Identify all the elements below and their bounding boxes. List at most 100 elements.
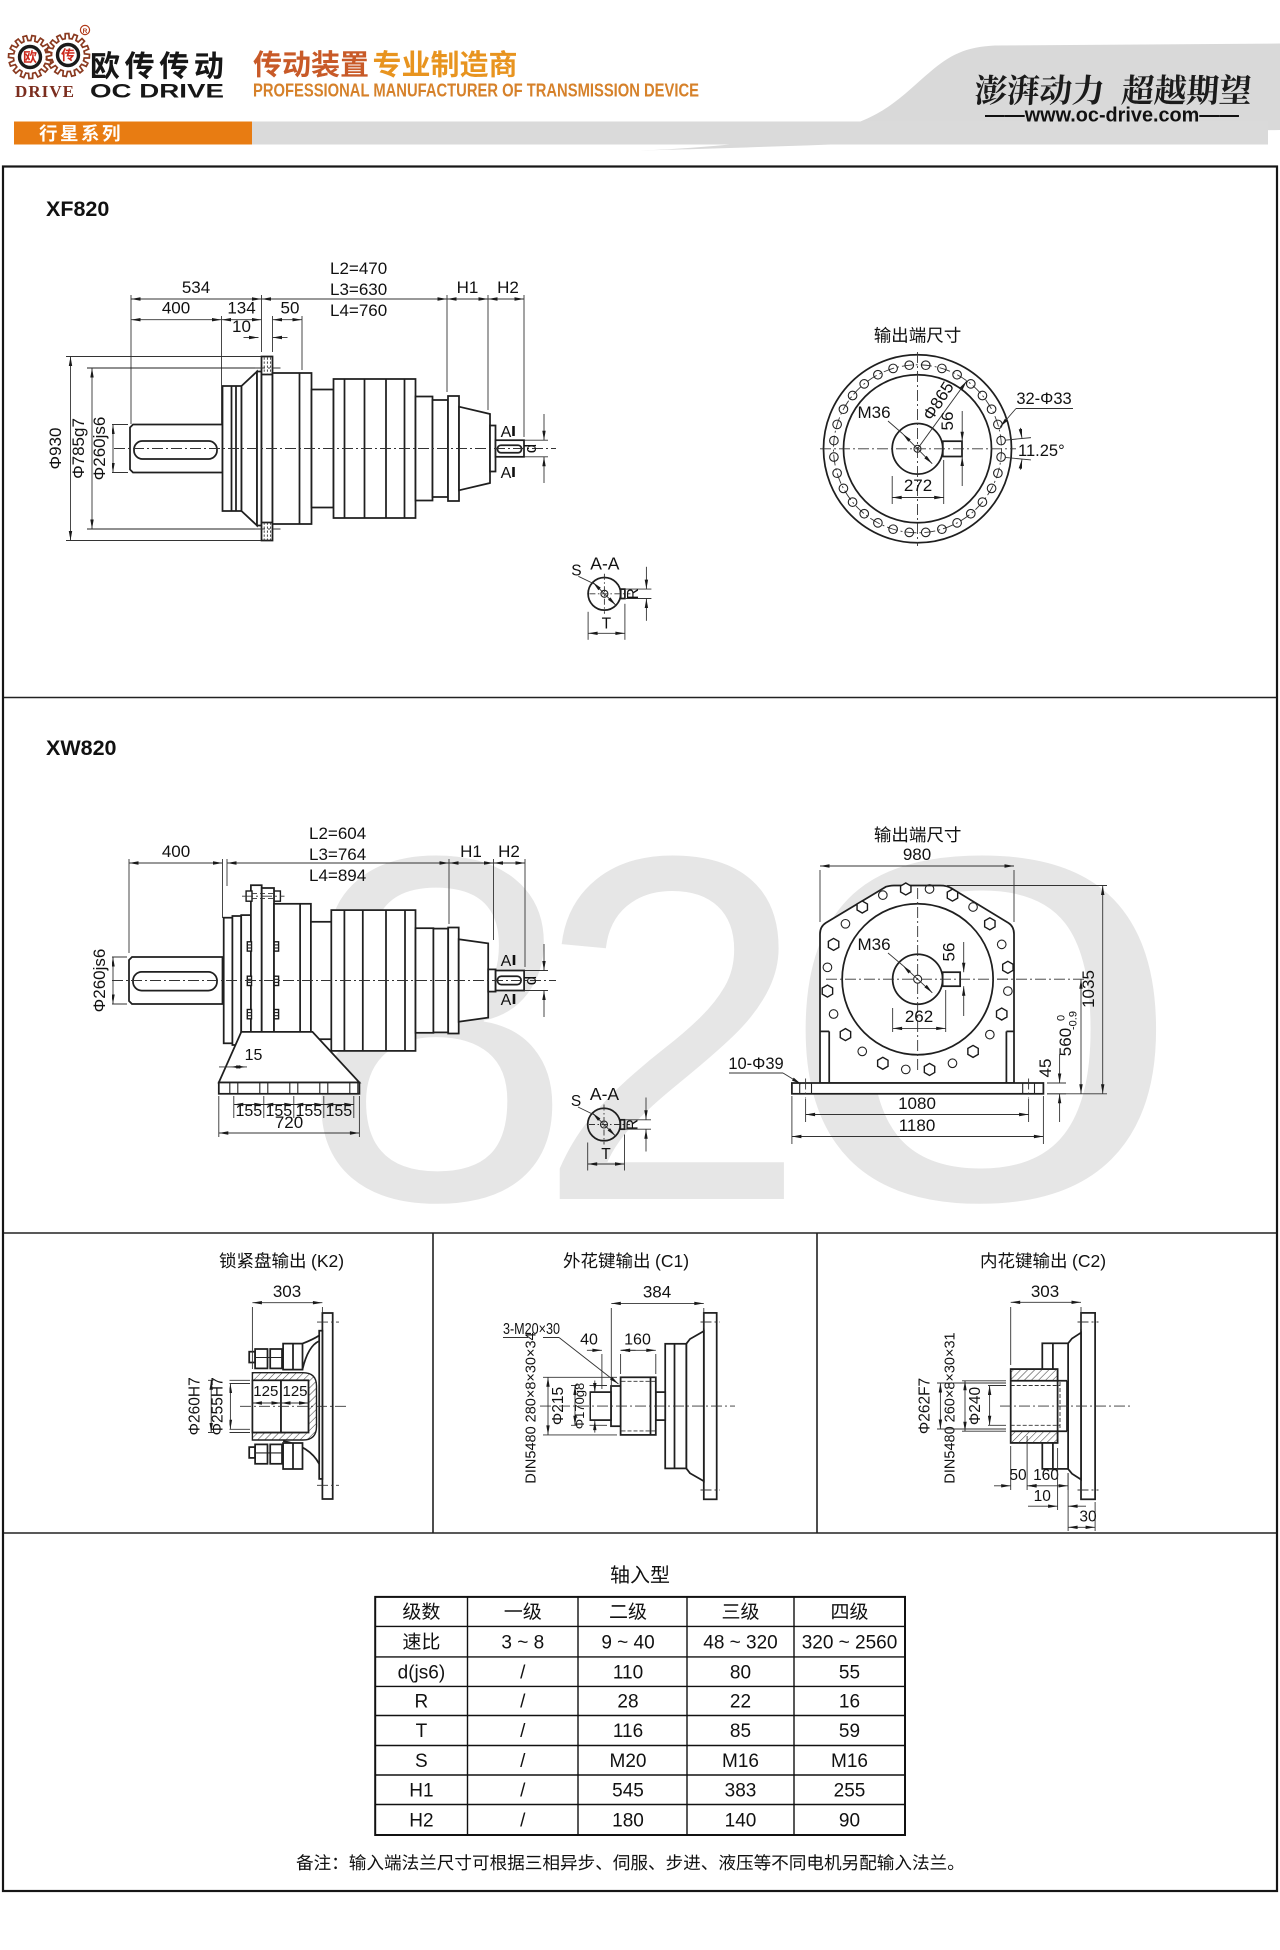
svg-text:Φ240: Φ240 [967, 1387, 984, 1426]
svg-text:R: R [625, 588, 642, 599]
svg-text:90: 90 [839, 1811, 860, 1832]
svg-text:155: 155 [265, 1103, 292, 1120]
svg-text:Φ262F7: Φ262F7 [917, 1378, 934, 1434]
svg-text:32-Φ33: 32-Φ33 [1016, 390, 1071, 408]
svg-text:M16: M16 [722, 1751, 759, 1772]
svg-text:H1: H1 [460, 842, 482, 861]
svg-text:L3=630: L3=630 [330, 280, 387, 299]
svg-text:H2: H2 [497, 278, 519, 297]
svg-text:(C1): (C1) [655, 1251, 689, 1271]
svg-text:L2=604: L2=604 [309, 824, 366, 843]
svg-text:125: 125 [282, 1383, 307, 1400]
svg-text:155: 155 [295, 1103, 322, 1120]
svg-text:1035: 1035 [1079, 970, 1098, 1008]
svg-text:50: 50 [1009, 1467, 1027, 1484]
svg-text:OC DRIVE: OC DRIVE [90, 82, 224, 103]
svg-text:DIN5480 280×8×30×34: DIN5480 280×8×30×34 [524, 1332, 540, 1483]
svg-text:400: 400 [162, 299, 190, 318]
svg-text:116: 116 [613, 1721, 643, 1742]
svg-text:S: S [571, 1093, 581, 1110]
svg-text:/: / [520, 1781, 526, 1802]
svg-text:DIN5480 260×8×30×31: DIN5480 260×8×30×31 [943, 1332, 959, 1483]
svg-text:A: A [501, 992, 512, 1009]
svg-text:56: 56 [940, 943, 959, 962]
svg-text:Φ785g7: Φ785g7 [69, 418, 88, 479]
svg-text:155: 155 [235, 1103, 262, 1120]
svg-text:L3=764: L3=764 [309, 845, 366, 864]
svg-text:80: 80 [730, 1662, 751, 1683]
svg-text:30: 30 [1079, 1509, 1097, 1526]
svg-text:A: A [501, 424, 512, 441]
svg-text:/: / [520, 1811, 526, 1832]
svg-text:262: 262 [905, 1007, 933, 1026]
svg-text:55: 55 [839, 1662, 860, 1683]
svg-text:125: 125 [253, 1383, 278, 1400]
svg-text:Φ260js6: Φ260js6 [90, 417, 109, 481]
svg-text:134: 134 [227, 299, 255, 318]
svg-text:560: 560 [1056, 1028, 1075, 1056]
svg-text:H1: H1 [409, 1781, 433, 1802]
svg-text:T: T [602, 615, 612, 632]
svg-text:255: 255 [834, 1781, 866, 1802]
svg-text:720: 720 [275, 1113, 303, 1132]
svg-text:H2: H2 [409, 1811, 433, 1832]
svg-text:A: A [501, 953, 512, 970]
svg-text:XW820: XW820 [46, 736, 117, 760]
svg-text:160: 160 [624, 1332, 651, 1349]
svg-text:140: 140 [725, 1811, 757, 1832]
svg-text:S: S [571, 562, 581, 579]
svg-text:A-A: A-A [590, 1084, 620, 1104]
svg-text:3 ~ 8: 3 ~ 8 [501, 1632, 544, 1653]
svg-text:0: 0 [1056, 1015, 1068, 1021]
svg-text:Φ255H7: Φ255H7 [210, 1377, 227, 1435]
svg-text:383: 383 [725, 1781, 757, 1802]
svg-text:DRIVE: DRIVE [15, 82, 75, 101]
svg-text:S: S [415, 1751, 428, 1772]
svg-text:Φ930: Φ930 [46, 428, 65, 470]
svg-text:110: 110 [613, 1662, 643, 1683]
svg-text:50: 50 [281, 299, 300, 318]
svg-text:M36: M36 [857, 403, 890, 422]
svg-text:Φ260js6: Φ260js6 [90, 949, 109, 1013]
svg-text:303: 303 [273, 1282, 301, 1301]
svg-text:15: 15 [245, 1047, 263, 1064]
svg-text:59: 59 [839, 1721, 860, 1742]
svg-text:400: 400 [162, 842, 190, 861]
svg-text:M36: M36 [857, 935, 890, 954]
svg-text:180: 180 [612, 1811, 644, 1832]
svg-text:A: A [501, 465, 512, 482]
svg-text:R: R [625, 1119, 642, 1130]
svg-text:9 ~ 40: 9 ~ 40 [601, 1632, 654, 1653]
svg-text:Φ215: Φ215 [550, 1387, 567, 1425]
svg-text:M20: M20 [610, 1751, 647, 1772]
svg-text:40: 40 [580, 1332, 598, 1349]
svg-text:545: 545 [612, 1781, 644, 1802]
svg-text:T: T [416, 1721, 428, 1742]
svg-text:272: 272 [904, 476, 932, 495]
svg-text:85: 85 [730, 1721, 751, 1742]
svg-text:L2=470: L2=470 [330, 259, 387, 278]
svg-text:PROFESSIONAL MANUFACTURER OF T: PROFESSIONAL MANUFACTURER OF TRANSMISSIO… [253, 81, 699, 101]
svg-text:M16: M16 [831, 1751, 868, 1772]
svg-text:1080: 1080 [898, 1094, 936, 1113]
svg-text:155: 155 [325, 1103, 352, 1120]
svg-text:534: 534 [182, 278, 210, 297]
svg-text:/: / [520, 1721, 526, 1742]
svg-text:56: 56 [938, 412, 957, 431]
svg-text:R: R [415, 1692, 429, 1713]
svg-text:48 ~ 320: 48 ~ 320 [703, 1632, 778, 1653]
svg-text:L4=894: L4=894 [309, 866, 366, 885]
svg-text:L4=760: L4=760 [330, 301, 387, 320]
svg-text:d: d [521, 444, 540, 453]
svg-text:-0.9: -0.9 [1068, 1011, 1080, 1030]
svg-text:H2: H2 [498, 842, 520, 861]
svg-text:16: 16 [839, 1692, 860, 1713]
svg-text:303: 303 [1031, 1282, 1059, 1301]
svg-text:10-Φ39: 10-Φ39 [728, 1055, 783, 1073]
svg-text:1180: 1180 [899, 1116, 936, 1135]
svg-text:160: 160 [1033, 1467, 1059, 1484]
svg-text:H1: H1 [457, 278, 479, 297]
svg-text:3-M20×30: 3-M20×30 [503, 1321, 560, 1338]
svg-text:/: / [520, 1662, 526, 1683]
svg-text:(K2): (K2) [311, 1251, 344, 1271]
